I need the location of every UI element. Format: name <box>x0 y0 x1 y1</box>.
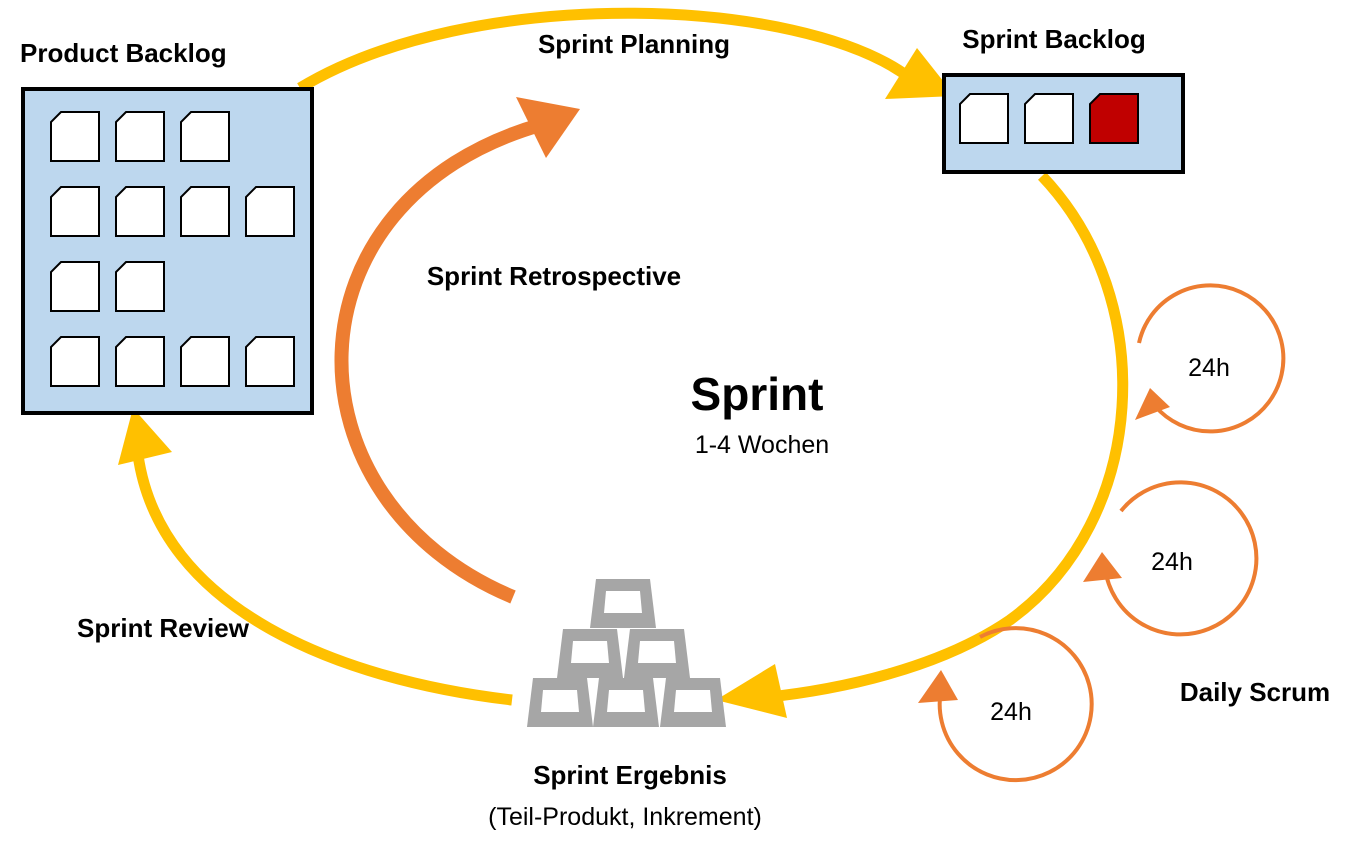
sprint-backlog-items <box>959 93 1139 144</box>
backlog-item-card <box>115 186 165 237</box>
backlog-item-card <box>180 336 230 387</box>
increment-block <box>593 678 659 727</box>
product-backlog-title: Product Backlog <box>20 38 227 68</box>
backlog-item-card <box>115 111 165 162</box>
backlog-item-card <box>50 261 100 312</box>
backlog-item-card <box>50 111 100 162</box>
sprint-planning-arrow <box>297 7 955 99</box>
product-backlog-items <box>50 111 295 387</box>
daily-cycle-label-3: 24h <box>990 698 1032 726</box>
sprint-backlog-box <box>942 73 1185 174</box>
backlog-item-card <box>245 336 295 387</box>
daily-cycle-label-1: 24h <box>1188 354 1230 382</box>
sprint-title: Sprint <box>691 368 824 420</box>
sprint-review-label: Sprint Review <box>77 613 250 643</box>
sprint-backlog-title: Sprint Backlog <box>962 24 1145 54</box>
daily-cycle-3: 24h <box>918 626 1094 783</box>
sprint-result-subtitle: (Teil-Produkt, Inkrement) <box>488 803 762 831</box>
daily-cycle-1: 24h <box>1135 283 1286 434</box>
backlog-item-card <box>115 261 165 312</box>
increment-block <box>660 678 726 727</box>
sprint-result-label: Sprint Ergebnis <box>533 760 727 790</box>
backlog-item-card <box>115 336 165 387</box>
sprint-duration: 1-4 Wochen <box>695 431 829 459</box>
increment-icon <box>527 579 726 727</box>
sprint-backlog-item-selected <box>1089 93 1139 144</box>
increment-block <box>527 678 593 727</box>
sprint-review-arrow <box>118 408 513 706</box>
backlog-item-card <box>180 111 230 162</box>
sprint-retrospective-arrow <box>334 97 580 604</box>
backlog-item-card <box>50 336 100 387</box>
daily-scrum-label: Daily Scrum <box>1180 677 1330 707</box>
increment-block <box>624 629 690 678</box>
sprint-backlog-item-card <box>1024 93 1074 144</box>
increment-block <box>590 579 656 628</box>
daily-cycle-2: 24h <box>1083 480 1259 637</box>
backlog-item-card <box>180 186 230 237</box>
product-backlog-box <box>21 87 314 415</box>
sprint-cycle-arrow <box>716 172 1129 718</box>
sprint-planning-label: Sprint Planning <box>538 29 730 59</box>
daily-cycle-label-2: 24h <box>1151 548 1193 576</box>
backlog-item-card <box>245 186 295 237</box>
increment-block <box>557 629 623 678</box>
sprint-backlog-item-card <box>959 93 1009 144</box>
backlog-item-card <box>50 186 100 237</box>
sprint-retrospective-label: Sprint Retrospective <box>427 261 681 291</box>
